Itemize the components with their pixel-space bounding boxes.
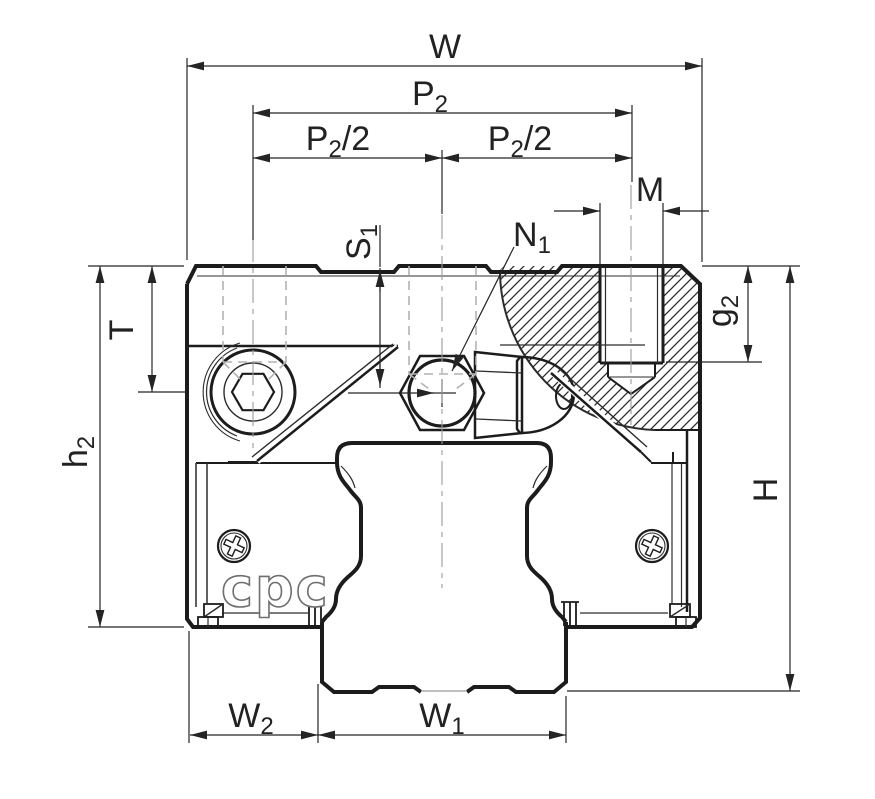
rail-profile [320, 441, 568, 694]
nipple-hex-flange [398, 354, 486, 432]
dim-label-h: H [747, 478, 785, 503]
hex-socket [230, 372, 276, 412]
dim-label-p2-half-right: P2/2 [488, 120, 552, 163]
dimensions-layer: W P2 P2/2 P2/2 M N1 S1 T h2 g2 H W2 [57, 28, 800, 743]
phillips-screw-left [216, 528, 252, 564]
phillips-cross-icon [640, 534, 664, 558]
dim-label-w: W [429, 28, 461, 66]
dim-label-g2: g2 [701, 295, 744, 327]
retainer-plate-left [202, 342, 401, 464]
phillips-screw-right [634, 528, 670, 564]
dim-label-n1: N1 [513, 216, 551, 259]
seal-details [197, 601, 697, 628]
brand-logo: cpc [221, 556, 330, 619]
dim-label-w1: W1 [419, 697, 464, 740]
dim-label-p2: P2 [412, 75, 448, 118]
hidden-lines [222, 266, 477, 390]
dim-label-m: M [636, 171, 664, 209]
leader-n1 [451, 246, 515, 372]
block-outline [185, 264, 702, 629]
centerlines [252, 185, 632, 588]
dim-label-s1: S1 [340, 224, 383, 260]
phillips-cross-icon [222, 534, 246, 558]
dim-label-t: T [103, 320, 141, 341]
dim-label-p2-half-left: P2/2 [306, 120, 370, 163]
dim-label-h2: h2 [57, 436, 100, 468]
gib-slope-right [548, 365, 648, 455]
dim-label-w2: W2 [228, 697, 273, 740]
